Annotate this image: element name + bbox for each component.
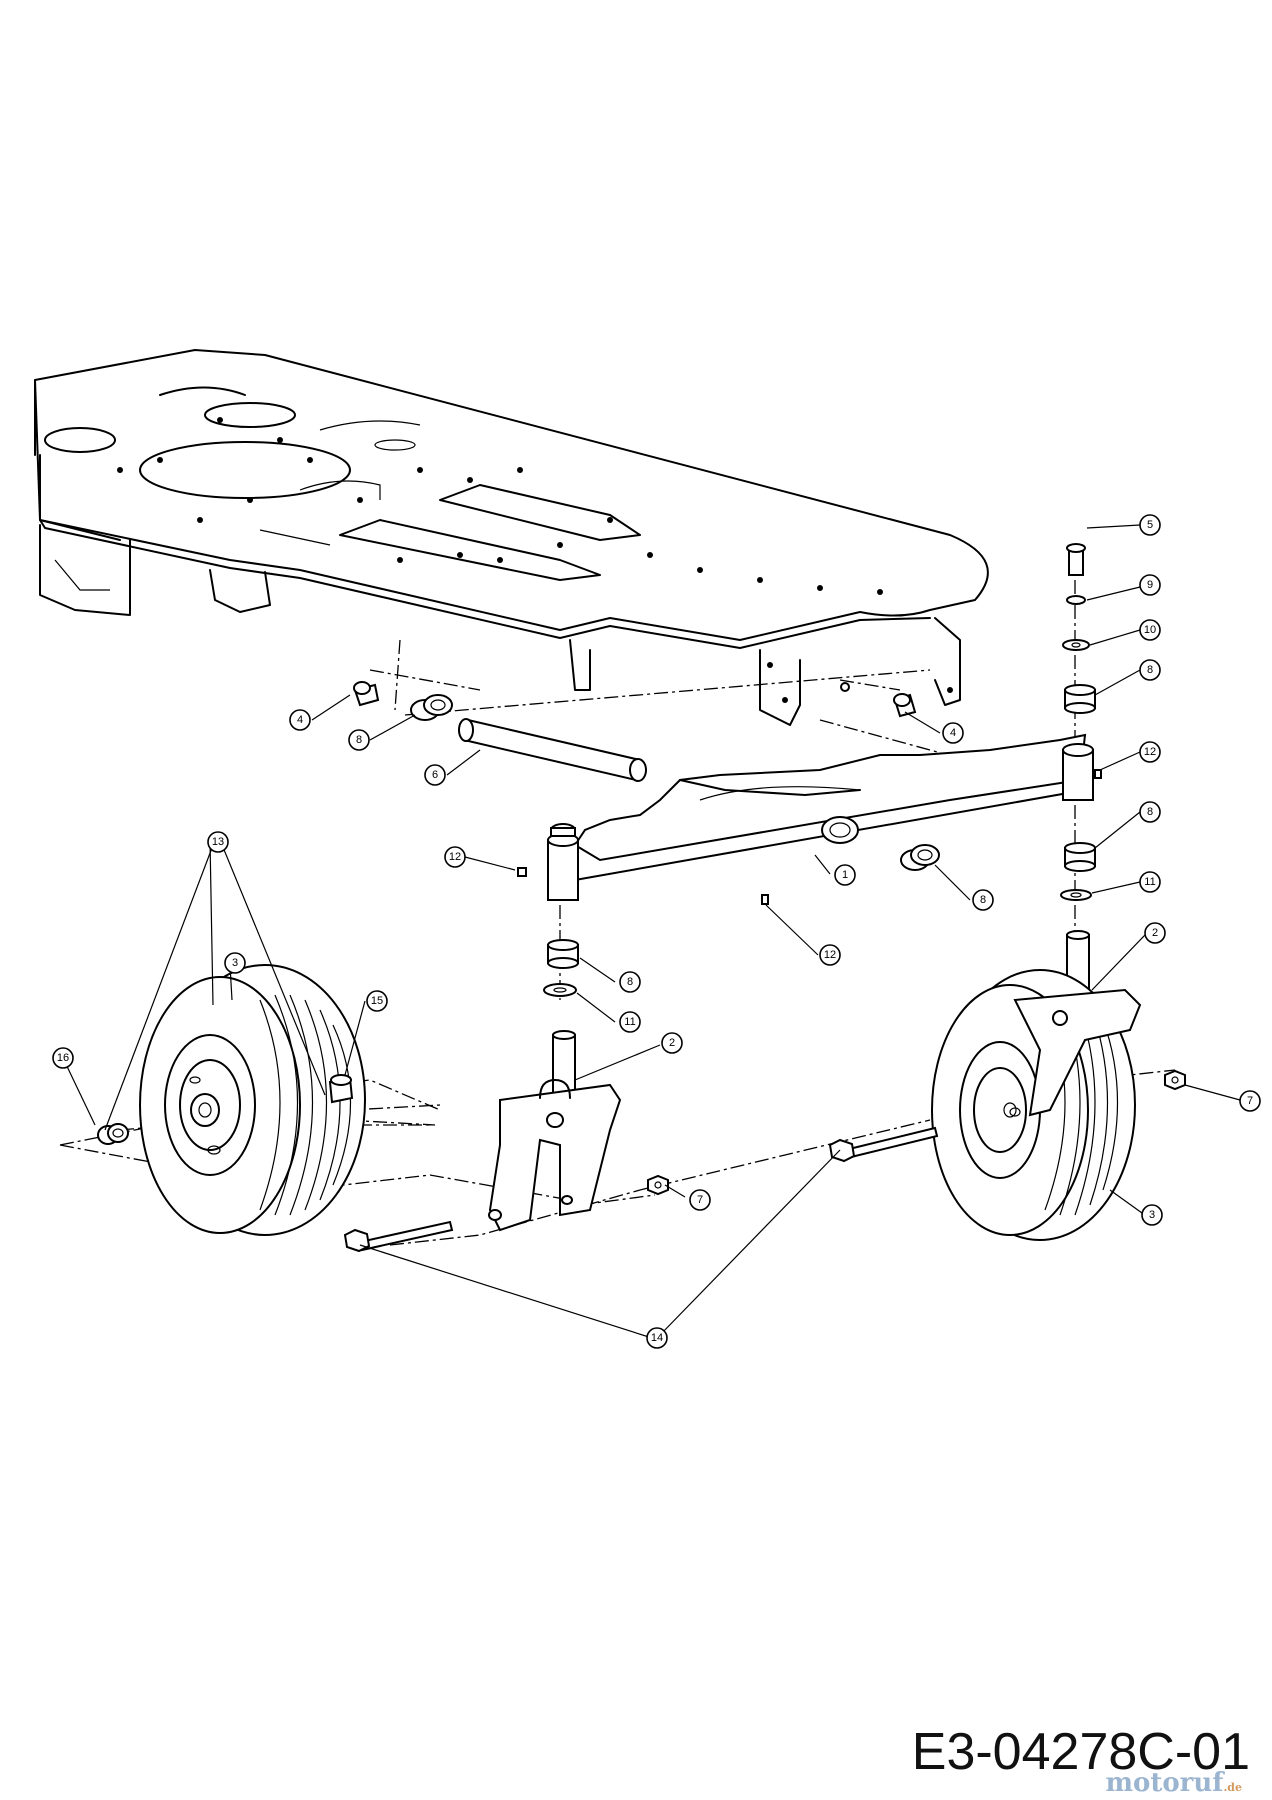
svg-text:7: 7 [1247,1095,1253,1107]
callout-8: 8 [972,889,994,911]
svg-text:7: 7 [697,1194,703,1206]
front-axle-beam [547,733,1094,901]
drawing-code: E3-04278C-01 [911,1723,1250,1781]
svg-text:3: 3 [232,957,238,969]
assembly-guide-lines [34,349,1176,1246]
callout-12: 12 [1139,741,1161,763]
svg-text:14: 14 [651,1332,663,1344]
right-wheel [931,969,1142,1241]
callout-8: 8 [348,729,370,751]
watermark-logo: motoruf.de [1105,1768,1242,1798]
callout-leaders [62,524,1241,1339]
svg-text:2: 2 [1152,927,1158,939]
callout-4: 4 [289,709,311,731]
svg-text:11: 11 [624,1016,635,1028]
callout-16: 16 [52,1047,74,1069]
callout-3: 3 [224,952,246,974]
svg-text:8: 8 [627,976,633,988]
callout-7: 7 [689,1189,711,1211]
callout-3: 3 [1141,1204,1163,1226]
svg-text:6: 6 [432,769,438,781]
svg-text:12: 12 [824,949,836,961]
callout-9: 9 [1139,574,1161,596]
chassis-frame [34,349,989,726]
callout-1: 1 [834,864,856,886]
svg-text:8: 8 [980,894,986,906]
callout-2: 2 [1144,922,1166,944]
callout-4: 4 [942,722,964,744]
svg-text:5: 5 [1147,519,1153,531]
svg-text:13: 13 [212,836,224,848]
callout-13: 13 [207,831,229,853]
callout-7: 7 [1239,1090,1261,1112]
callout-10: 10 [1139,619,1161,641]
callout-14: 14 [646,1327,668,1349]
small-hardware [353,543,1102,997]
svg-text:8: 8 [1147,664,1153,676]
callout-11: 11 [1139,871,1161,893]
svg-text:9: 9 [1147,579,1153,591]
callout-5: 5 [1139,514,1161,536]
svg-text:16: 16 [57,1052,69,1064]
svg-text:15: 15 [371,995,383,1007]
svg-text:2: 2 [669,1037,675,1049]
callout-8: 8 [619,971,641,993]
svg-text:12: 12 [449,851,461,863]
callout-8: 8 [1139,801,1161,823]
svg-text:10: 10 [1144,624,1156,636]
callout-11: 11 [619,1011,641,1033]
svg-text:1: 1 [842,869,848,881]
left-caster-fork [488,1030,622,1232]
svg-text:3: 3 [1149,1209,1155,1221]
deck-holes [117,417,883,595]
svg-text:4: 4 [950,727,956,739]
callout-15: 15 [366,990,388,1012]
callout-bubbles: 5 9 10 8 12 8 11 2 7 3 4 8 6 4 12 1 8 12… [52,514,1261,1349]
svg-text:8: 8 [1147,806,1153,818]
callout-12: 12 [444,846,466,868]
pivot-rod [458,718,647,782]
svg-text:11: 11 [1144,876,1155,888]
callout-2: 2 [661,1032,683,1054]
callout-12: 12 [819,944,841,966]
watermark-domain: .de [1223,1781,1242,1794]
svg-text:12: 12 [1144,746,1156,758]
callout-6: 6 [424,764,446,786]
callout-8: 8 [1139,659,1161,681]
svg-text:4: 4 [297,714,303,726]
left-wheel [139,964,366,1236]
wheel-hardware [97,1069,1186,1253]
svg-text:8: 8 [356,734,362,746]
watermark-brand: motoruf [1105,1768,1224,1798]
